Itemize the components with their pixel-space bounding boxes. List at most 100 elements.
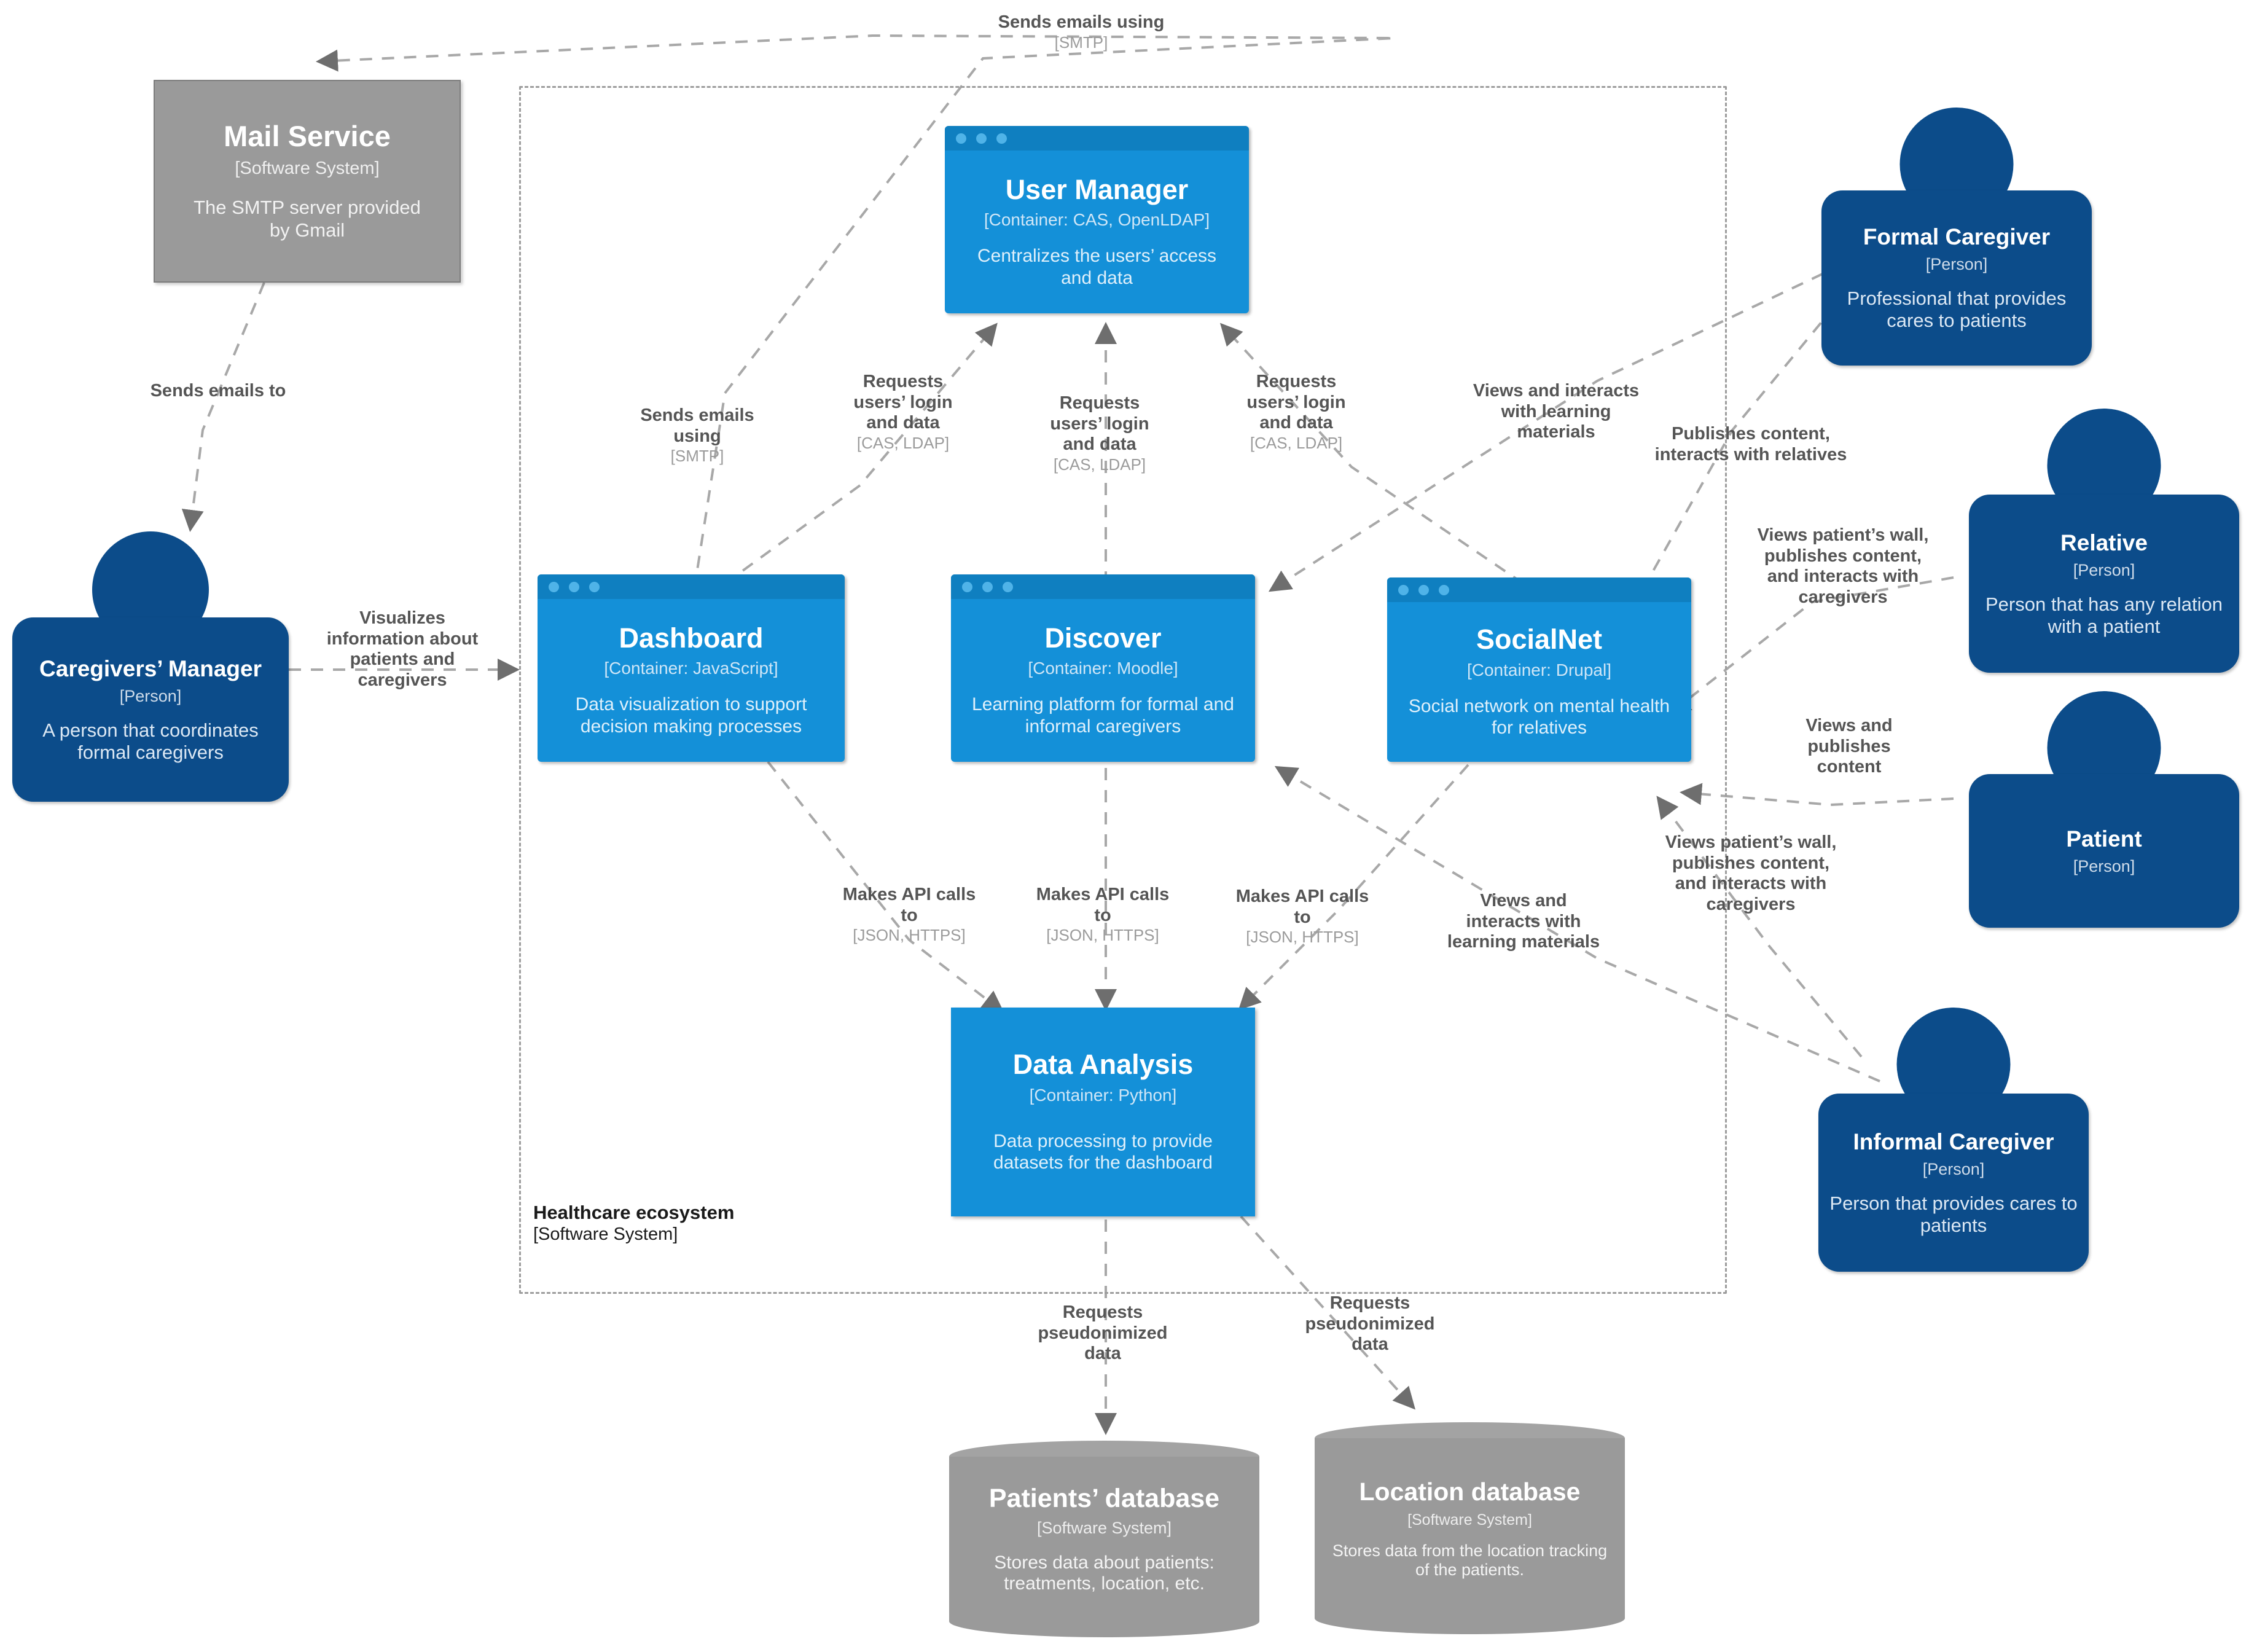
formal-caregiver-title: Formal Caregiver	[1863, 224, 2051, 249]
edge-tech: [CAS, LDAP]	[856, 433, 950, 452]
patients-db-description: Stores data about patients: treatments, …	[994, 1552, 1215, 1594]
cylinder-body	[949, 1457, 1259, 1621]
edge-label-requests-login-mid: Requests users’ login and data [CAS, LDA…	[1038, 393, 1161, 474]
window-dot-icon	[1439, 584, 1449, 595]
cylinder-body	[1315, 1438, 1625, 1618]
edge-label-visualizes-information: Visualizes information about patients an…	[310, 608, 495, 691]
patient-title: Patient	[2066, 826, 2142, 851]
edge-text: Requests users’ login and data	[853, 372, 953, 433]
edge-text: Makes API calls to	[842, 885, 976, 925]
edge-tech: [SMTP]	[1054, 33, 1108, 52]
data-analysis-type: [Container: Python]	[1029, 1085, 1177, 1105]
data-analysis-title: Data Analysis	[1012, 1049, 1194, 1081]
dashboard-type: [Container: JavaScript]	[604, 659, 778, 678]
edge-text: Views and interacts with learning materi…	[1447, 891, 1600, 952]
mail-service-title: Mail Service	[224, 119, 391, 152]
edge-text: Views and publishes content	[1805, 716, 1893, 777]
edge-text: Makes API calls to	[1235, 887, 1369, 927]
caregivers-manager-description: A person that coordinates formal caregiv…	[42, 719, 259, 763]
window-chrome-dots	[1387, 577, 1691, 602]
edge-label-requests-login-right: Requests users’ login and data [CAS, LDA…	[1235, 372, 1358, 453]
relative-type: [Person]	[2073, 560, 2135, 579]
edge-tech: [CAS, LDAP]	[1053, 455, 1146, 474]
edge-label-views-learning-top: Views and interacts with learning materi…	[1467, 381, 1645, 443]
edge-label-api-calls-left: Makes API calls to [JSON, HTTPS]	[832, 885, 986, 945]
dashboard-description: Data visualization to support decision m…	[575, 694, 807, 737]
window-chrome-dots	[951, 574, 1255, 599]
mail-service-description: The SMTP server provided by Gmail	[194, 197, 421, 241]
window-chrome-dots	[945, 126, 1249, 151]
edge-label-publishes-content-relatives: Publishes content, interacts with relati…	[1653, 424, 1849, 465]
window-dot-icon	[1398, 584, 1409, 595]
person-caregivers-manager[interactable]: Caregivers’ Manager [Person] A person th…	[12, 531, 289, 802]
location-db-type: [Software System]	[1407, 1511, 1532, 1529]
window-dot-icon	[569, 581, 579, 592]
discover-type: [Container: Moodle]	[1028, 659, 1178, 678]
healthcare-ecosystem-boundary	[519, 86, 1727, 1294]
edge-tech: [CAS, LDAP]	[1250, 433, 1343, 452]
edge-text: Requests users’ login and data	[1050, 393, 1149, 455]
relative-title: Relative	[2060, 530, 2148, 555]
edge-text: Visualizes information about patients an…	[326, 608, 479, 690]
edge-text: Publishes content, interacts with relati…	[1654, 424, 1847, 464]
informal-caregiver-type: [Person]	[1922, 1159, 1985, 1178]
edge-text: Requests pseudonimized data	[1305, 1293, 1435, 1355]
edge-text: Requests users’ login and data	[1246, 372, 1346, 433]
formal-caregiver-type: [Person]	[1925, 255, 1988, 273]
node-dashboard[interactable]: Dashboard [Container: JavaScript] Data v…	[538, 574, 845, 762]
location-db-title: Location database	[1359, 1477, 1581, 1506]
window-dot-icon	[1003, 581, 1013, 592]
window-dot-icon	[956, 133, 966, 144]
dashboard-title: Dashboard	[619, 622, 764, 654]
node-discover[interactable]: Discover [Container: Moodle] Learning pl…	[951, 574, 1255, 762]
person-informal-caregiver[interactable]: Informal Caregiver [Person] Person that …	[1818, 1008, 2089, 1272]
socialnet-title: SocialNet	[1476, 624, 1603, 656]
window-dot-icon	[1418, 584, 1429, 595]
socialnet-description: Social network on mental health for rela…	[1408, 695, 1670, 738]
socialnet-type: [Container: Drupal]	[1466, 660, 1611, 679]
edge-text: Sends emails using	[998, 12, 1165, 32]
edge-label-api-calls-right: Makes API calls to [JSON, HTTPS]	[1226, 887, 1379, 947]
user-manager-title: User Manager	[1005, 173, 1189, 205]
edge-label-views-publishes-content: Views and publishes content	[1775, 716, 1923, 778]
boundary-label: Healthcare ecosystem [Software System]	[533, 1201, 853, 1245]
edge-label-api-calls-mid: Makes API calls to [JSON, HTTPS]	[1026, 885, 1179, 945]
edge-label-views-wall-top: Views patient’s wall, publishes content,…	[1754, 525, 1932, 608]
edge-tech: [JSON, HTTPS]	[853, 926, 966, 945]
patients-db-title: Patients’ database	[988, 1484, 1220, 1513]
window-dot-icon	[549, 581, 559, 592]
cylinder-bottom	[1315, 1602, 1625, 1634]
person-relative[interactable]: Relative [Person] Person that has any re…	[1969, 409, 2239, 673]
user-manager-type: [Container: CAS, OpenLDAP]	[984, 210, 1210, 230]
edge-text: Requests pseudonimized data	[1038, 1302, 1168, 1364]
formal-caregiver-description: Professional that provides cares to pati…	[1847, 288, 2067, 331]
window-dot-icon	[996, 133, 1007, 144]
node-location-database[interactable]: Location database [Software System] Stor…	[1315, 1422, 1625, 1634]
cylinder-bottom	[949, 1605, 1259, 1637]
boundary-type: [Software System]	[533, 1224, 678, 1245]
window-dot-icon	[962, 581, 972, 592]
person-formal-caregiver[interactable]: Formal Caregiver [Person] Professional t…	[1821, 108, 2092, 366]
node-user-manager[interactable]: User Manager [Container: CAS, OpenLDAP] …	[945, 126, 1249, 313]
data-analysis-description: Data processing to provide datasets for …	[993, 1130, 1213, 1173]
person-patient[interactable]: Patient [Person]	[1969, 691, 2239, 928]
node-socialnet[interactable]: SocialNet [Container: Drupal] Social net…	[1387, 577, 1691, 762]
node-patients-database[interactable]: Patients’ database [Software System] Sto…	[949, 1441, 1259, 1637]
boundary-name: Healthcare ecosystem	[533, 1202, 735, 1223]
edge-tech: [JSON, HTTPS]	[1046, 926, 1159, 945]
edge-label-requests-login-left: Requests users’ login and data [CAS, LDA…	[842, 372, 964, 453]
edge-label-requests-pseudo-right: Requests pseudonimized data	[1290, 1293, 1450, 1355]
edge-tech: [SMTP]	[670, 447, 724, 466]
edge-label-views-wall-bottom: Views patient’s wall, publishes content,…	[1662, 832, 1840, 915]
edge-text: Sends emails using	[640, 405, 754, 446]
caregivers-manager-type: [Person]	[119, 686, 182, 705]
informal-caregiver-title: Informal Caregiver	[1853, 1129, 2054, 1154]
informal-caregiver-description: Person that provides cares to patients	[1829, 1192, 2078, 1236]
location-db-description: Stores data from the location tracking o…	[1332, 1541, 1608, 1579]
node-data-analysis[interactable]: Data Analysis [Container: Python] Data p…	[951, 1008, 1255, 1216]
edge-text: Sends emails to	[150, 381, 286, 401]
user-manager-description: Centralizes the users’ access and data	[977, 246, 1217, 288]
node-mail-service[interactable]: Mail Service [Software System] The SMTP …	[154, 80, 461, 283]
relative-description: Person that has any relation with a pati…	[1985, 593, 2223, 637]
